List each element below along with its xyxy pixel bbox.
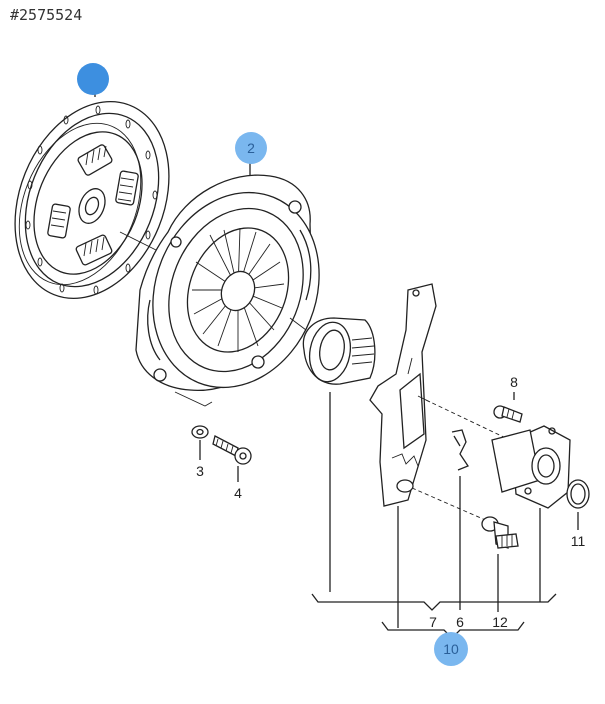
pressure-plate[interactable] [124,162,347,413]
label-11: 11 [571,533,586,549]
bolt[interactable] [212,435,252,482]
callout-2[interactable]: 2 [235,132,267,164]
callout-2-marker [235,132,267,164]
release-lever[interactable] [369,283,437,628]
damper-springs [47,144,139,266]
o-ring[interactable] [566,479,590,530]
alignment-lines [411,399,511,523]
diagram-id: #2575524 [10,6,83,24]
callout-10-label: 10 [443,641,459,657]
label-3: 3 [196,463,204,479]
label-6: 6 [456,614,464,630]
label-12: 12 [492,614,508,630]
callout-10-marker [434,632,468,666]
label-4: 4 [234,485,242,501]
retaining-spring[interactable] [451,429,469,610]
callout-1-marker [77,63,109,95]
guide-sleeve-bolt[interactable] [493,392,523,423]
label-7: 7 [429,614,437,630]
label-8: 8 [510,374,518,390]
clutch-disc[interactable] [0,78,197,321]
callout-2-label: 2 [247,140,255,156]
assembly-bracket-7 [311,593,557,611]
release-bearing[interactable] [289,317,376,592]
ball-stud[interactable] [481,516,519,612]
callout-10[interactable]: 10 [434,632,468,666]
guide-sleeve[interactable] [491,425,571,602]
washer[interactable] [191,425,209,460]
callout-1[interactable] [77,63,109,95]
